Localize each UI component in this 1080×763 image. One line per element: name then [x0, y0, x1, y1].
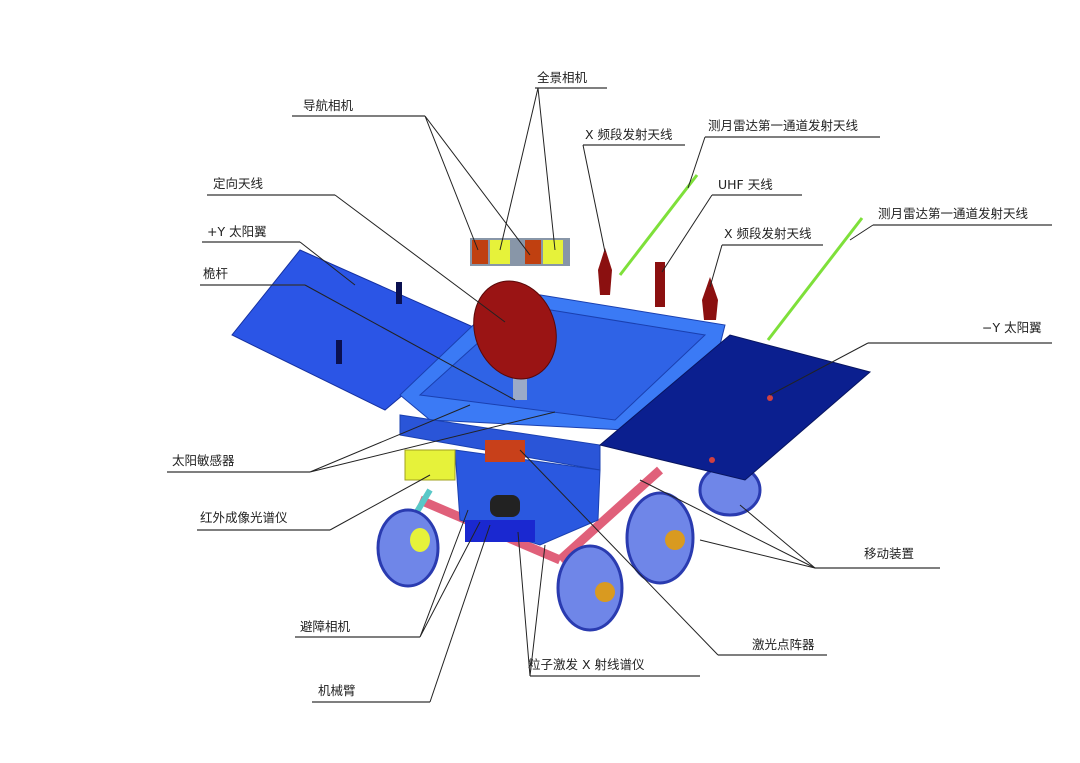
camera-head: [470, 238, 570, 266]
wheels: [376, 463, 762, 632]
label-apxs: 粒子激发 X 射线谱仪: [528, 657, 645, 672]
label-mast: 桅杆: [203, 266, 229, 281]
label-minus-y-solar-wing: −Y 太阳翼: [982, 320, 1042, 335]
wheel-rear-right: [625, 491, 695, 585]
label-radar-antenna-1: 测月雷达第一通道发射天线: [708, 118, 859, 133]
label-hazard-camera: 避障相机: [300, 619, 351, 634]
label-directional-antenna: 定向天线: [213, 176, 264, 191]
x-band-antenna-2-shape: [702, 277, 718, 320]
label-uhf-antenna: UHF 天线: [718, 177, 773, 192]
label-infrared-spectrometer: 红外成像光谱仪: [200, 510, 288, 525]
radar-antenna-1-shape: [618, 174, 699, 276]
uhf-antenna-shape: [655, 262, 665, 307]
label-radar-antenna-2: 测月雷达第一通道发射天线: [878, 206, 1029, 221]
label-robotic-arm: 机械臂: [318, 683, 356, 698]
leader-lines: [167, 87, 1052, 703]
label-laser-dot-matrix: 激光点阵器: [752, 637, 815, 652]
laser-dot-matrix-box: [485, 440, 525, 462]
label-panoramic-camera: 全景相机: [537, 70, 588, 85]
directional-antenna-dish: [473, 280, 557, 380]
minus-y-solar-panel: [598, 334, 872, 481]
radar-antenna-2-shape: [766, 217, 864, 341]
label-sun-sensor: 太阳敏感器: [172, 453, 235, 468]
x-band-antenna-1-shape: [598, 248, 612, 295]
plus-y-solar-panel: [231, 249, 481, 411]
apxs-box: [490, 495, 520, 517]
wheel-middle-left: [556, 544, 624, 632]
label-x-band-antenna-1: X 频段发射天线: [585, 127, 673, 142]
label-plus-y-solar-wing: +Y 太阳翼: [207, 224, 267, 239]
label-mobility-system: 移动装置: [864, 546, 914, 561]
wheel-front-left: [376, 508, 440, 588]
label-navigation-camera: 导航相机: [303, 98, 354, 113]
label-x-band-antenna-2: X 频段发射天线: [724, 226, 812, 241]
